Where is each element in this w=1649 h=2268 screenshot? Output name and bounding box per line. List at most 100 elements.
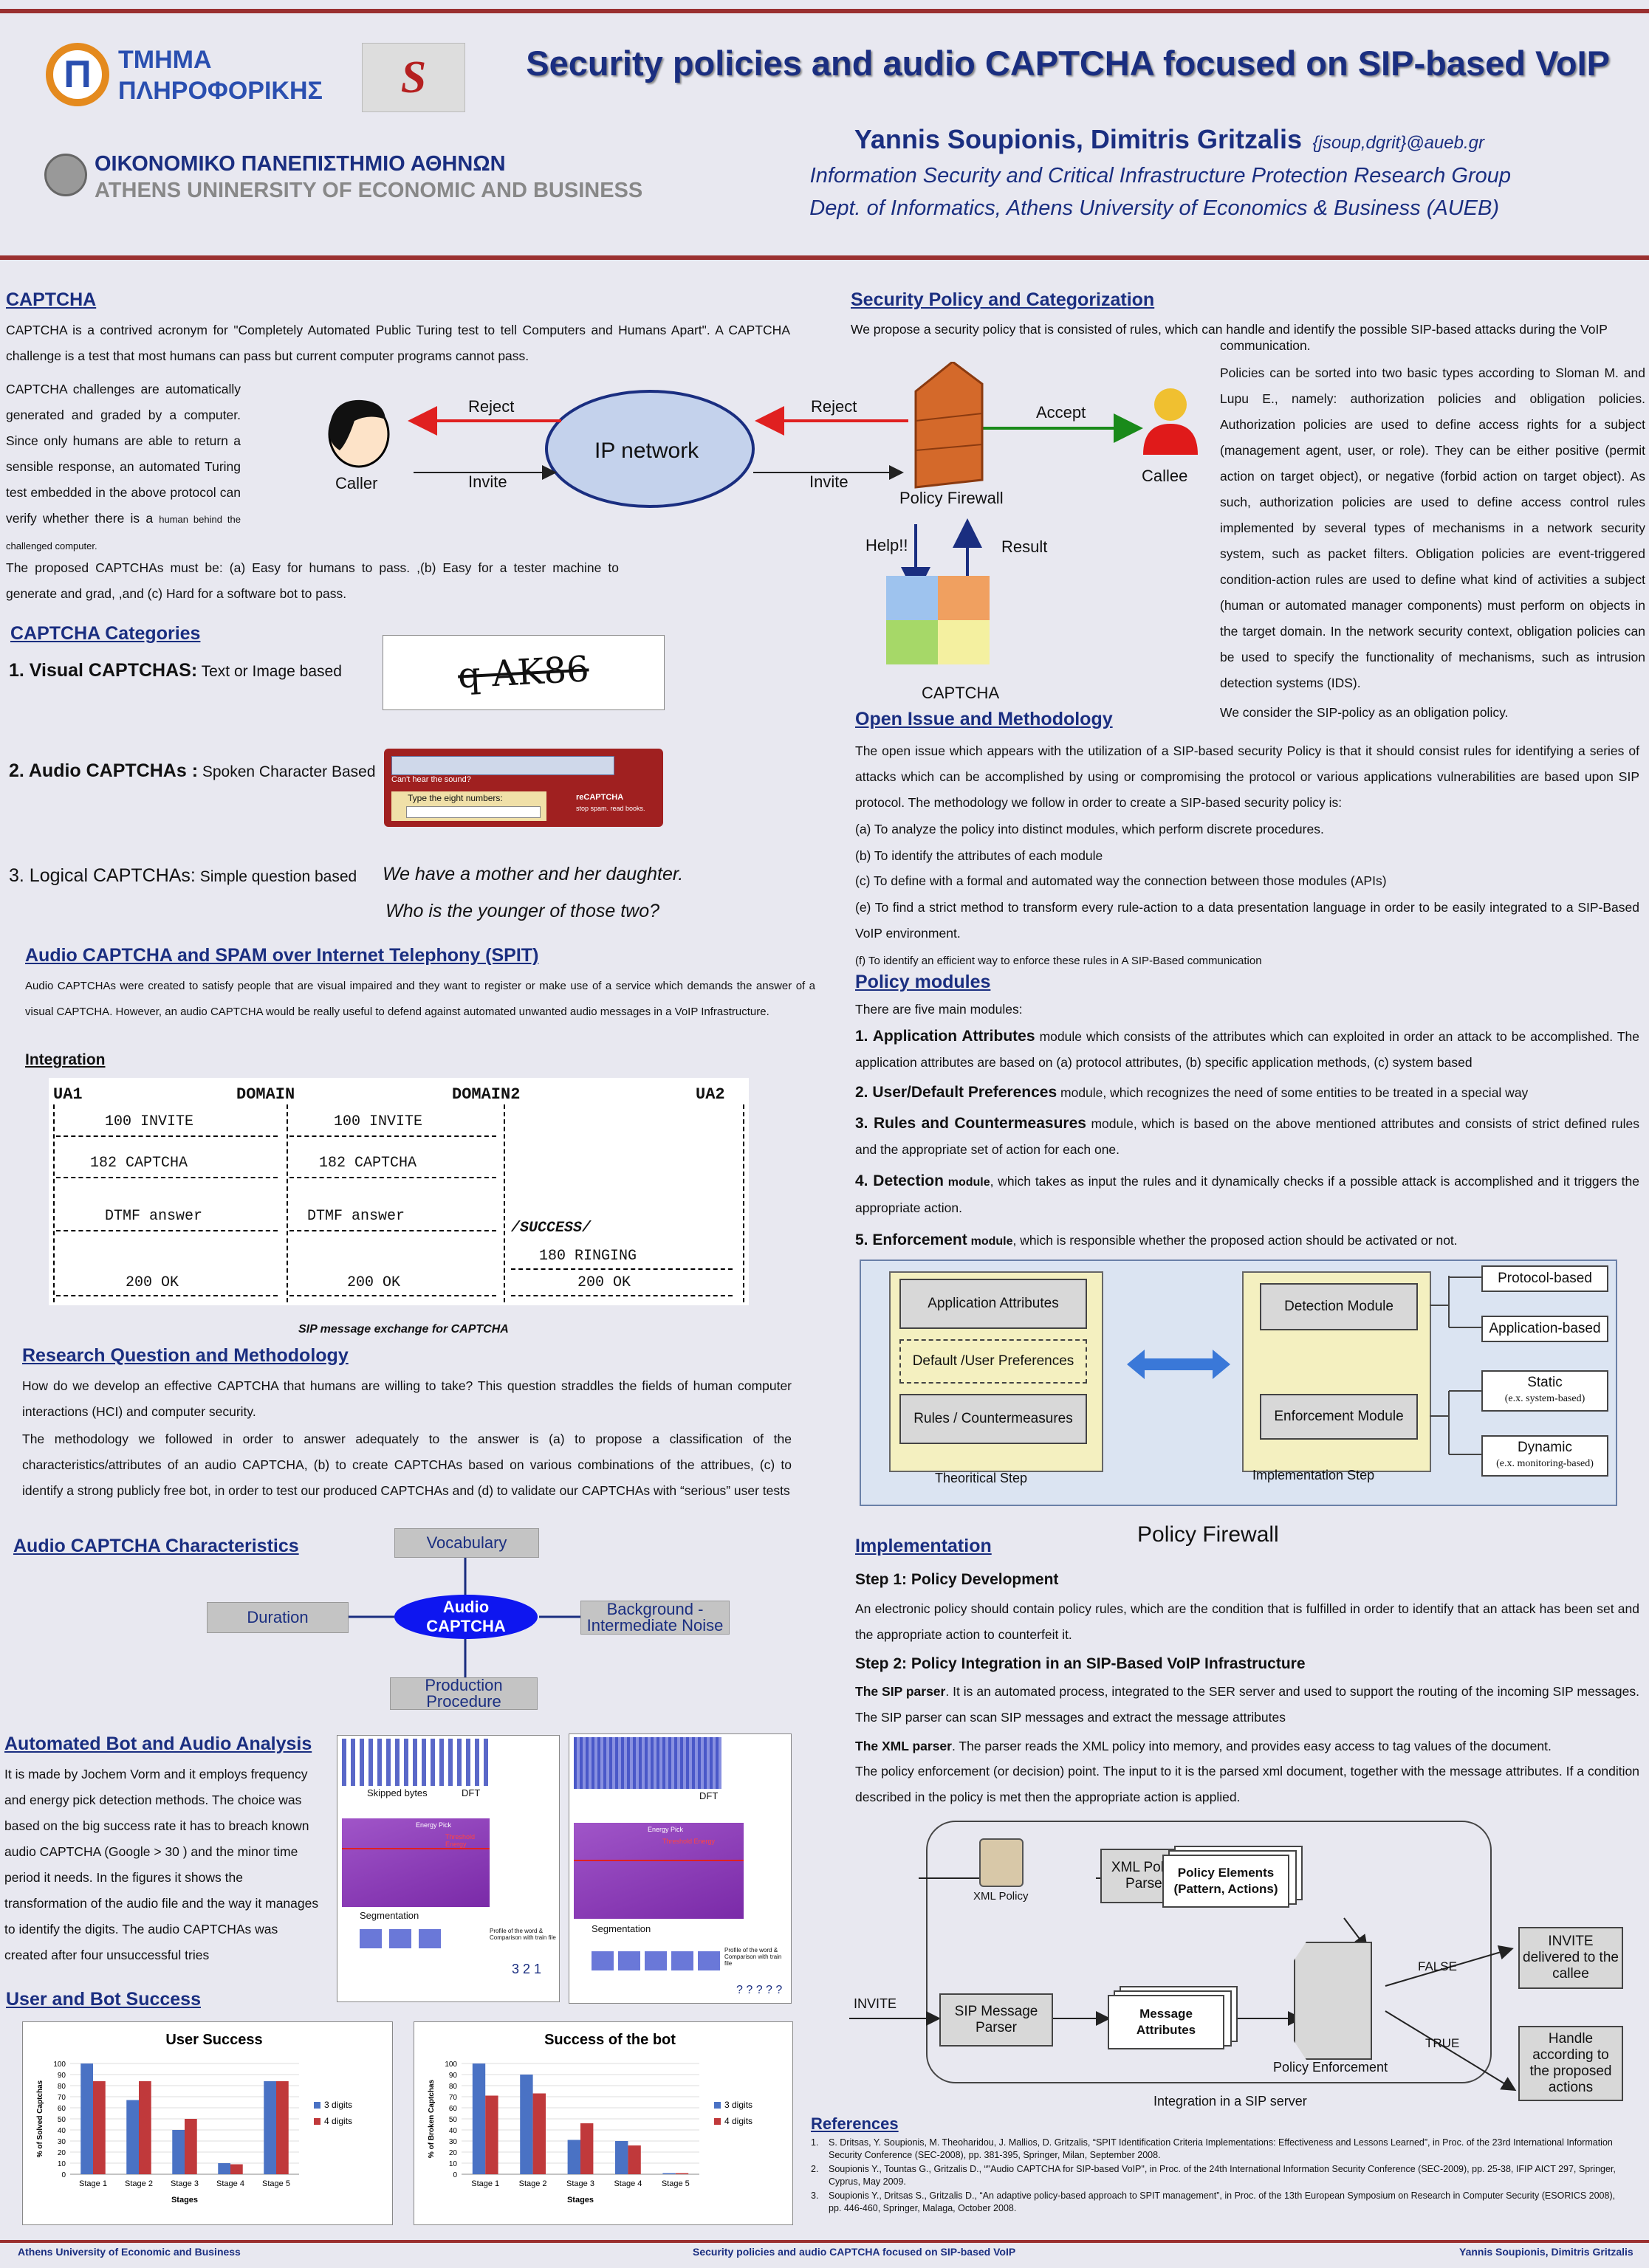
sip-message-diagram: UA1 DOMAIN DOMAIN2 UA2 100 INVITE 100 IN… (49, 1078, 749, 1305)
cs-logo-text: S (400, 52, 427, 103)
sip-arrow-4 (289, 1177, 496, 1178)
app-attr-node: Application Attributes (899, 1279, 1087, 1329)
ip-network-cloud (545, 390, 755, 508)
recaptcha-prompt: Type the eight numbers: (408, 793, 503, 803)
y-tick-label: 0 (61, 2171, 66, 2179)
bar-4digits (276, 2081, 289, 2174)
dept-name-l1: ΤΜΗΜΑ (118, 46, 212, 74)
sip-arrow-9 (289, 1295, 496, 1296)
sip-ringing: 180 RINGING (539, 1248, 637, 1265)
static-label: Static (1527, 1375, 1563, 1390)
audio-player-bar[interactable] (391, 756, 614, 775)
firewall-connectors (1430, 1276, 1481, 1455)
xml-parser-body: . The parser reads the XML policy into m… (951, 1739, 1552, 1753)
y-tick-label: 90 (449, 2072, 458, 2080)
invite-2-label: Invite (809, 472, 849, 491)
duration-box: Duration (207, 1602, 349, 1633)
sip-parser-node: SIP Message Parser (939, 1993, 1053, 2047)
bot-figure-2: DFT Energy Pick Threshold Energy Segment… (569, 1733, 792, 2004)
open-issue-e: (e) To find a strict method to transform… (855, 900, 1639, 941)
open-issue-text: The open issue which appears with the ut… (855, 743, 1639, 810)
footer-right: Yannis Soupionis, Dimitris Gritzalis (1459, 2246, 1633, 2258)
y-tick-label: 40 (449, 2127, 458, 2135)
bidirectional-arrow-icon (1127, 1350, 1230, 1379)
dynamic-node: Dynamic (e.x. monitoring-based) (1481, 1435, 1608, 1477)
production-box: Production Procedure (390, 1677, 538, 1710)
audio-desc: Spoken Character Based (202, 763, 376, 780)
references-heading: References (811, 2114, 899, 2133)
open-issue-c: (c) To define with a formal and automate… (855, 873, 1387, 888)
module-3: 3. Rules and Countermeasures module, whi… (855, 1110, 1639, 1163)
profile-2-label: Profile of the word & Comparison with tr… (724, 1947, 782, 1967)
module-5-text: , which is responsible whether the propo… (1012, 1233, 1458, 1248)
legend-label: 3 digits (324, 2100, 352, 2110)
invite-1-label: Invite (468, 472, 507, 491)
puzzle-icon (886, 576, 990, 664)
true-label: TRUE (1425, 2036, 1460, 2050)
enforcement-label: Policy Enforcement (1273, 2060, 1388, 2075)
audio-label: 2. Audio CAPTCHAs : (9, 760, 199, 781)
legend-label: 3 digits (724, 2100, 752, 2110)
policy-firewall-label: Policy Firewall (899, 489, 1004, 507)
bar-3digits (615, 2141, 628, 2174)
spit-heading: Audio CAPTCHA and SPAM over Internet Tel… (25, 945, 539, 966)
invite-delivered-node: INVITE delivered to the callee (1518, 1927, 1623, 1989)
bar-3digits (567, 2140, 580, 2174)
visual-sample-text: q AK86 (456, 648, 591, 697)
x-tick-label: Stage 1 (79, 2179, 107, 2188)
sip-dtmf-a: DTMF answer (105, 1208, 203, 1225)
y-tick-label: 70 (449, 2094, 458, 2102)
message-attributes-stack: Message Attributes (1108, 1986, 1241, 2049)
logical-desc: Simple question based (199, 868, 357, 885)
module-3-title: 3. Rules and Countermeasures (855, 1115, 1086, 1132)
department: Dept. of Informatics, Athens University … (809, 196, 1499, 220)
recaptcha-input-box: Type the eight numbers: (391, 791, 546, 821)
page-title: Security policies and audio CAPTCHA focu… (526, 44, 1610, 83)
segments-2 (592, 1951, 724, 1970)
sip-parser-body: . It is an automated process, integrated… (855, 1684, 1639, 1725)
visual-label: 1. Visual CAPTCHAS: (9, 660, 198, 681)
application-based-node: Application-based (1481, 1316, 1608, 1342)
legend-swatch (314, 2102, 320, 2109)
rules-node: Rules / Countermeasures (899, 1394, 1087, 1444)
captcha-must-be: The proposed CAPTCHAs must be: (a) Easy … (6, 560, 619, 601)
sip-ok-b: 200 OK (347, 1274, 401, 1291)
chart-title: Success of the bot (544, 2032, 676, 2048)
hear-sound-link[interactable]: Can't hear the sound? (391, 775, 471, 784)
legend-label: 4 digits (724, 2116, 752, 2126)
firewall-icon (914, 362, 984, 489)
open-issue-a: (a) To analyze the policy into distinct … (855, 822, 1324, 836)
reference-2: 2.Soupionis Y., Tountas G., Gritzalis D.… (811, 2163, 1629, 2188)
y-tick-label: 60 (58, 2105, 66, 2113)
dept-logo: Π (46, 43, 109, 106)
bar-3digits (472, 2063, 486, 2174)
recaptcha-widget: Can't hear the sound? Type the eight num… (384, 749, 663, 827)
policy-intro-2: communication. (1220, 338, 1311, 353)
energy-pick-2: Energy Pick (648, 1826, 684, 1833)
visual-captcha-sample: q AK86 (383, 635, 665, 710)
visual-category: 1. Visual CAPTCHAS: Text or Image based (9, 660, 342, 681)
sip-arrow-7 (511, 1268, 733, 1270)
module-1-text: module which consists of the attributes … (855, 1029, 1639, 1070)
bar-4digits (628, 2145, 641, 2174)
bar-3digits (520, 2075, 533, 2174)
captcha-left-small: human behind the challenged computer. (6, 514, 241, 551)
bar-4digits (185, 2119, 197, 2174)
invite-label: INVITE (854, 1996, 897, 2011)
sip-parser-label: The SIP parser (855, 1684, 946, 1699)
sip-arrow-8 (56, 1295, 278, 1296)
y-tick-label: 50 (449, 2116, 458, 2124)
step2-title: Step 2: Policy Integration in an SIP-Bas… (855, 1655, 1306, 1672)
y-tick-label: 10 (449, 2160, 458, 2168)
sip-lifeline-4 (743, 1104, 744, 1302)
logical-label: 3. Logical CAPTCHAs: (9, 865, 196, 886)
recaptcha-answer-input[interactable] (406, 806, 541, 818)
dept-name-l2: ΠΛΗΡΟΦΟΡΙΚΗΣ (118, 77, 323, 105)
x-tick-label: Stage 3 (171, 2179, 199, 2188)
bar-4digits (93, 2081, 106, 2174)
skipped-bytes-label: Skipped bytes (367, 1787, 428, 1798)
cs-logo: S (362, 43, 465, 112)
module-1: 1. Application Attributes module which c… (855, 1023, 1639, 1076)
dft-1-label: DFT (462, 1787, 481, 1798)
